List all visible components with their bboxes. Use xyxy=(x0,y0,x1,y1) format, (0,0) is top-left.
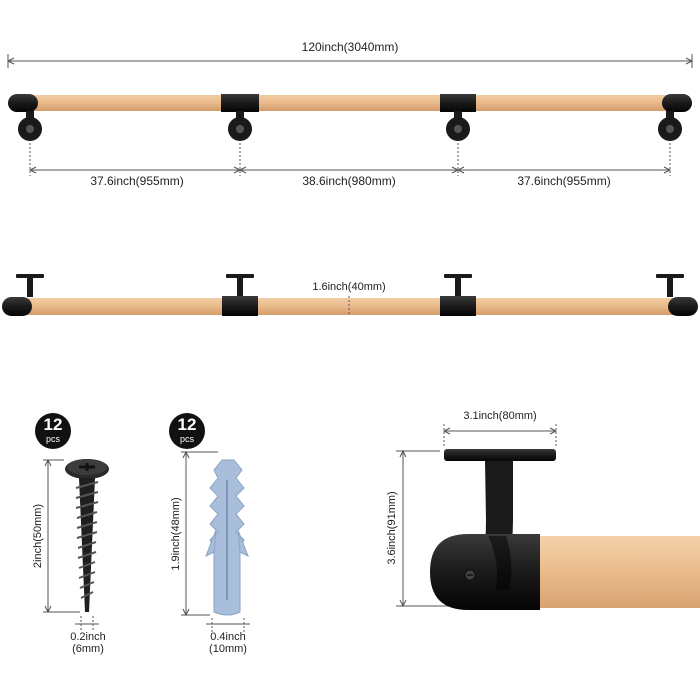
wood-rail xyxy=(16,298,684,315)
end-cap-right xyxy=(662,94,692,112)
span-right-label: 37.6inch(955mm) xyxy=(517,174,611,188)
end-cap-left xyxy=(8,94,38,112)
wall-bracket xyxy=(228,111,252,141)
anchor-dimensions xyxy=(181,450,250,632)
wood-rail xyxy=(20,95,680,111)
badge-unit: pcs xyxy=(179,434,194,444)
badge-unit: pcs xyxy=(45,434,60,444)
wall-plate xyxy=(444,449,556,461)
wall-bracket xyxy=(18,111,42,141)
badge-count: 12 xyxy=(43,415,63,434)
end-cap-right xyxy=(668,297,698,316)
wall-anchor-icon xyxy=(205,459,249,616)
screw-dimensions xyxy=(43,458,99,632)
wall-brackets-top-view xyxy=(18,111,682,141)
wall-bracket xyxy=(658,111,682,141)
total-length-label: 120inch(3040mm) xyxy=(301,40,399,54)
bracket-plate-width-label: 3.1inch(80mm) xyxy=(463,410,537,422)
anchor-diameter-label-1: 0.4inch xyxy=(210,631,246,643)
screw-length-label: 2inch(50mm) xyxy=(32,503,44,569)
anchor-diameter-label-2: (10mm) xyxy=(209,643,247,655)
screw-diameter-label-2: (6mm) xyxy=(72,643,104,655)
span-left-label: 37.6inch(955mm) xyxy=(90,174,184,188)
span-middle-label: 38.6inch(980mm) xyxy=(302,174,396,188)
screw-diameter-label-1: 0.2inch xyxy=(70,631,106,643)
connector-sleeve xyxy=(440,296,476,316)
end-cap-left xyxy=(2,297,32,316)
wall-bracket xyxy=(446,111,470,141)
wood-rail-section xyxy=(540,536,700,608)
end-cap xyxy=(430,534,540,610)
span-dimensions xyxy=(28,143,672,176)
connector-sleeve xyxy=(440,94,476,112)
bracket-height-label: 3.6inch(91mm) xyxy=(386,491,398,565)
screw-icon xyxy=(65,459,109,612)
bracket-detail-illustration xyxy=(430,449,700,610)
screw-quantity-badge: 12 pcs xyxy=(35,413,71,449)
rail-diameter-label: 1.6inch(40mm) xyxy=(312,281,386,293)
connector-sleeve xyxy=(222,296,258,316)
anchor-quantity-badge: 12 pcs xyxy=(169,413,205,449)
badge-count: 12 xyxy=(177,415,197,434)
anchor-length-label: 1.9inch(48mm) xyxy=(170,497,182,571)
handrail-top-view xyxy=(8,94,692,112)
connector-sleeve xyxy=(221,94,259,112)
total-length-dimension xyxy=(6,54,694,68)
handrail-side-view xyxy=(2,274,698,316)
